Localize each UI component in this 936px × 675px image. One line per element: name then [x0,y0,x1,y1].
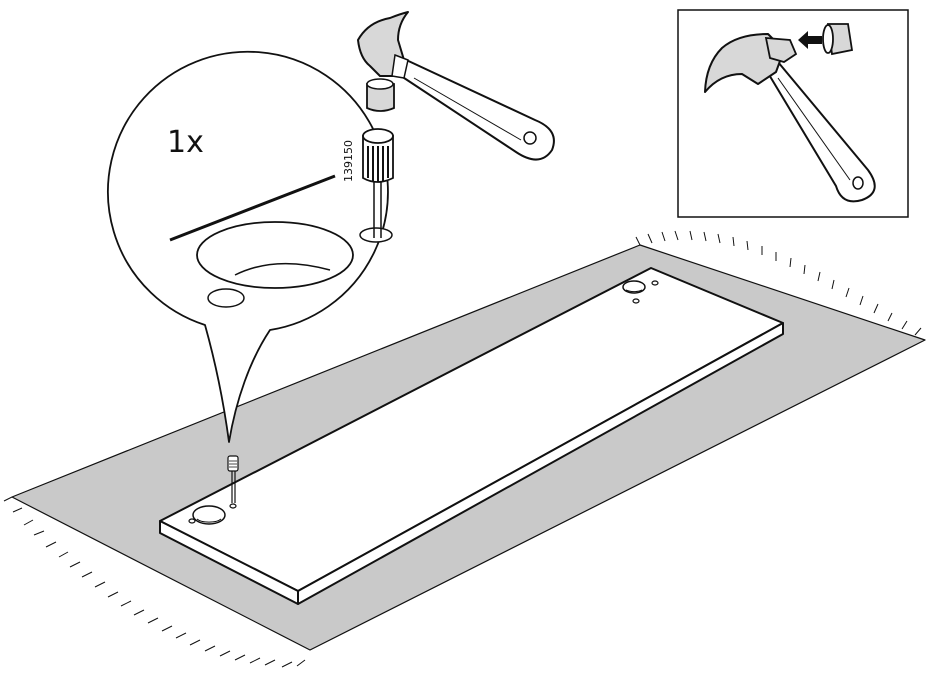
rug-fringe-left [3,496,306,668]
callout-pin-hole [359,227,393,243]
board-cam-hole-near [192,505,226,525]
hammer-icon [357,11,555,161]
quantity-label: 1x [167,125,204,160]
rug-fringe-top [635,230,922,336]
insert-arrow-icon [798,31,822,49]
board-pin-hole-near [229,503,237,509]
callout-cam-hole [196,221,354,289]
shelf-board [159,267,784,605]
board-cam-hole-far [622,280,646,294]
detail-callout [107,50,393,443]
part-number-label: 139150 [342,140,355,182]
board-pin-hole-far [651,280,659,286]
metal-pin-icon [227,455,239,503]
inset-hammer-detail [677,9,909,218]
wooden-dowel-icon [362,128,394,183]
